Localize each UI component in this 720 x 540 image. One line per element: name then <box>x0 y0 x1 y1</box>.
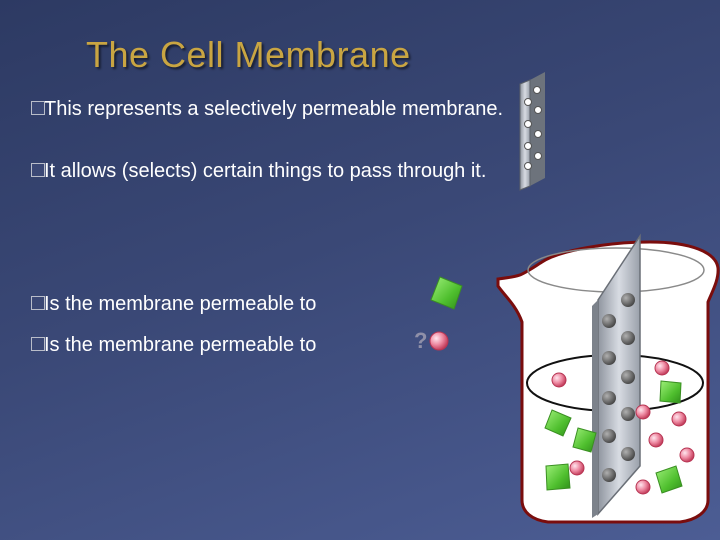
bullet-text: Is the membrane permeable to <box>44 293 317 315</box>
question-mark: ? <box>414 328 428 353</box>
bullet-text: It allows (selects) certain things to pa… <box>44 160 487 182</box>
membrane-pores <box>602 293 635 482</box>
bullet-text: This represents a selectively permeable … <box>44 98 504 120</box>
bullet-item: This represents a selectively permeable … <box>31 96 571 123</box>
green-cube-icon <box>430 276 463 310</box>
slide-title: The Cell Membrane <box>86 34 411 75</box>
bullet-item: It allows (selects) certain things to pa… <box>31 158 571 185</box>
pink-ball-icon <box>429 331 449 351</box>
checkbox-bullet-icon <box>31 163 45 177</box>
pink-balls <box>551 360 695 495</box>
membrane-strip-icon <box>519 72 545 191</box>
checkbox-bullet-icon <box>31 337 45 351</box>
checkbox-bullet-icon <box>31 101 45 115</box>
bullet-item: Is the membrane permeable to <box>31 291 571 318</box>
beaker-icon <box>496 233 720 524</box>
checkbox-bullet-icon <box>31 296 45 310</box>
green-cubes <box>544 380 683 494</box>
bullet-item: Is the membrane permeable to <box>31 332 571 359</box>
bullet-text: Is the membrane permeable to <box>44 334 317 356</box>
